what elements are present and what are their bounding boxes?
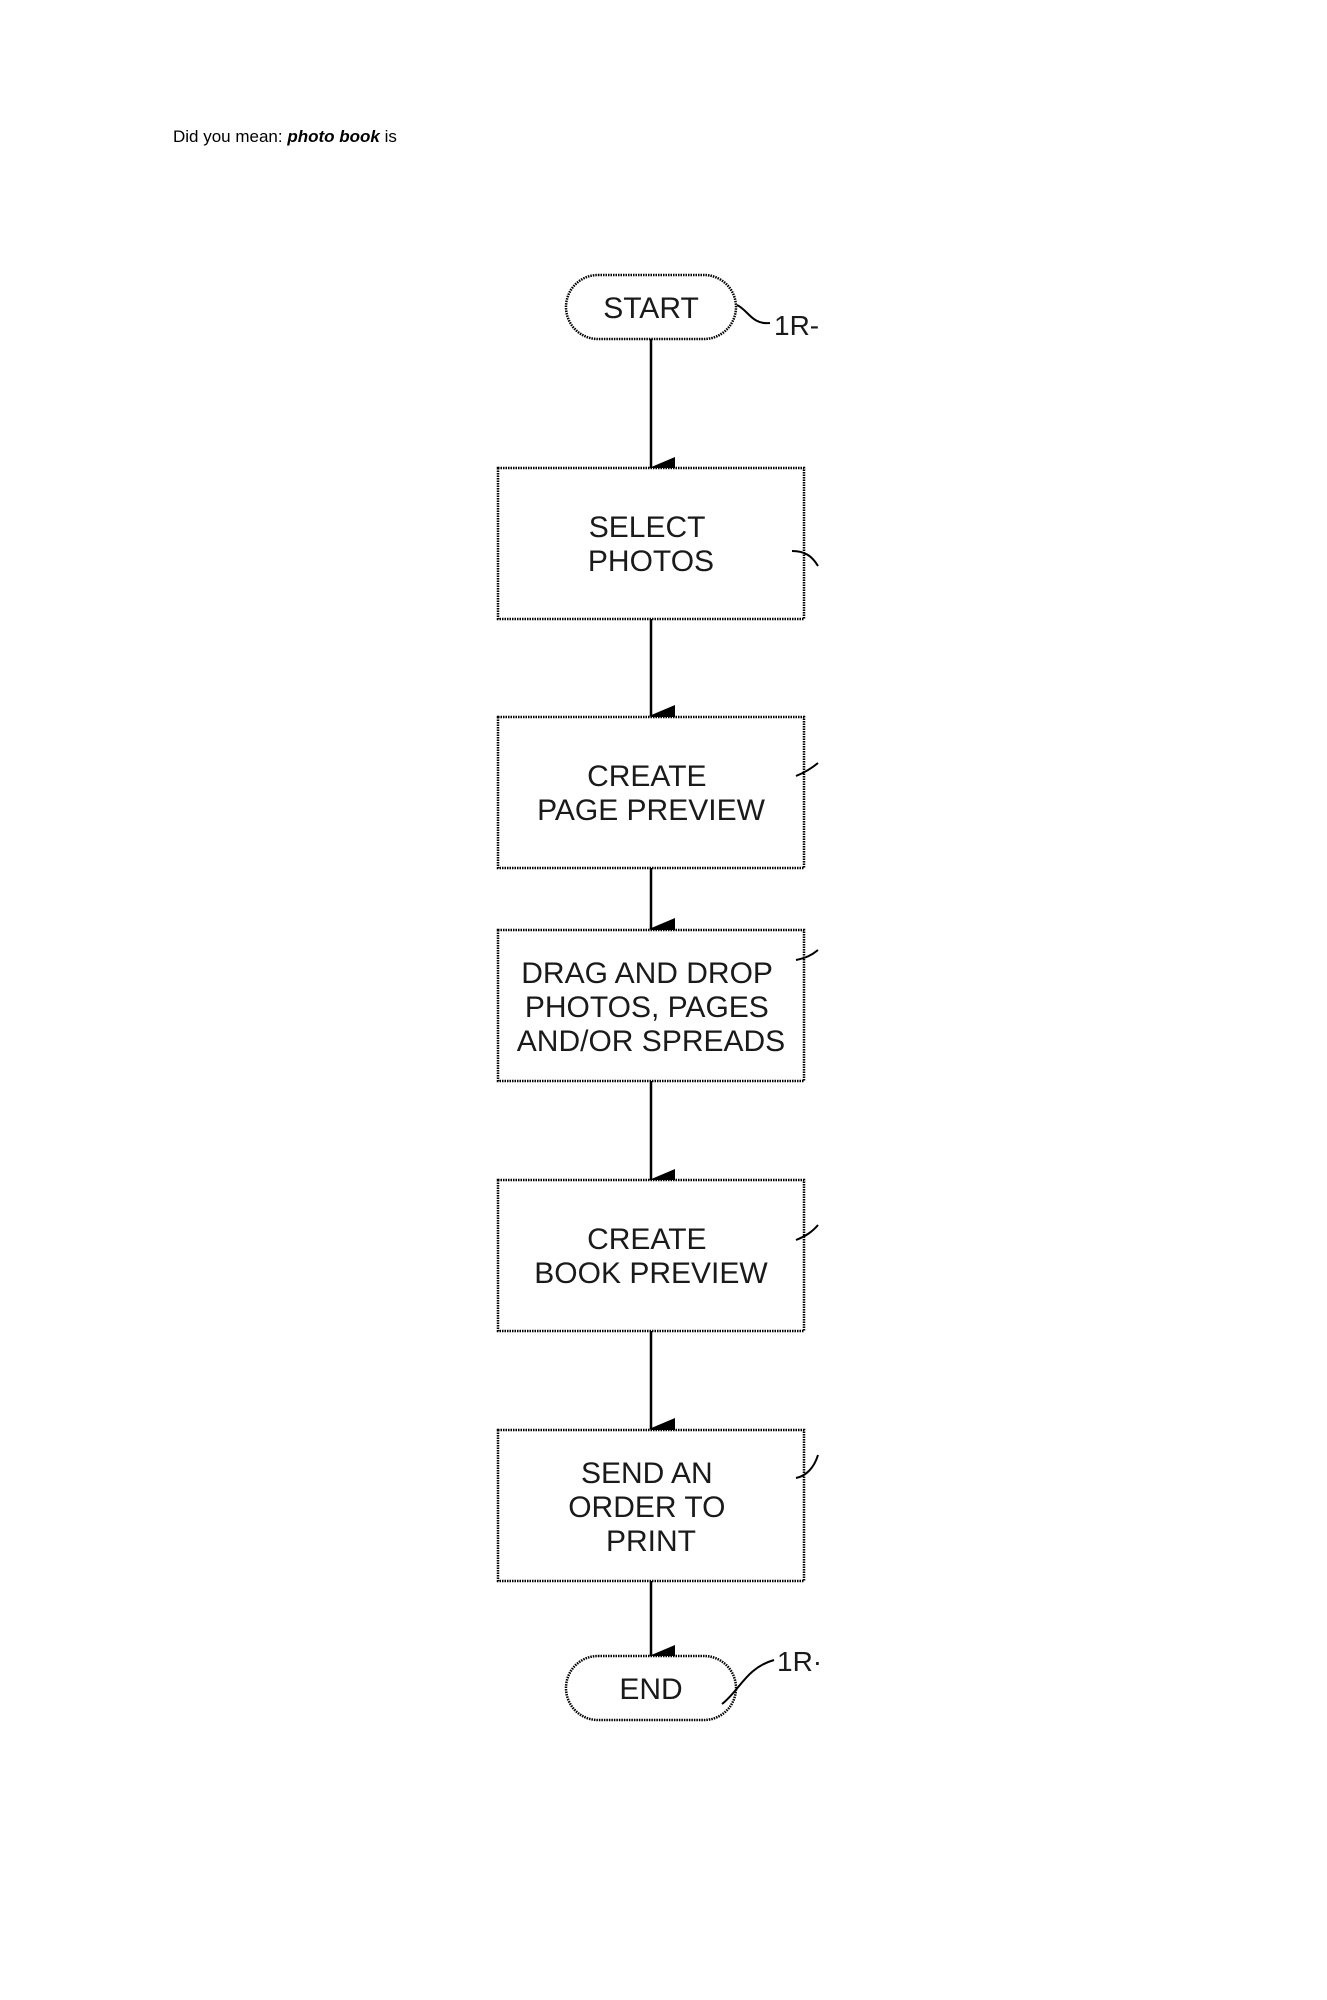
end-terminal: END 1R· xyxy=(564,1646,822,1722)
step-create-page-preview: CREATE PAGE PREVIEW xyxy=(496,715,819,870)
step-text: SELECT PHOTOS xyxy=(588,511,714,578)
did-you-mean-hint: Did you mean: photo book is xyxy=(173,127,397,147)
step-line: AND/OR SPREADS xyxy=(517,1025,785,1058)
start-terminal: START 1R- xyxy=(564,273,819,341)
step-text: CREATE PAGE PREVIEW xyxy=(537,760,766,827)
step-box xyxy=(496,1428,806,1583)
end-label: END xyxy=(619,1673,682,1706)
step-ref-leader xyxy=(795,762,819,777)
step-ref-leader xyxy=(795,1454,819,1479)
step-box xyxy=(496,928,806,1083)
start-ref-leader xyxy=(736,304,771,325)
start-ref-label: 1R- xyxy=(774,310,819,341)
step-line: PAGE PREVIEW xyxy=(537,794,766,827)
suggested-term[interactable]: photo book xyxy=(287,127,380,146)
did-you-mean-prefix: Did you mean: xyxy=(173,127,283,146)
start-shape xyxy=(564,273,738,341)
step-line: PHOTOS, PAGES xyxy=(525,991,769,1024)
step-line: CREATE xyxy=(587,1223,706,1256)
step-text: DRAG AND DROP PHOTOS, PAGES AND/OR SPREA… xyxy=(517,957,785,1058)
step-line: PRINT xyxy=(606,1525,696,1558)
end-shape xyxy=(564,1654,738,1722)
step-box xyxy=(496,1178,806,1333)
step-ref-leader xyxy=(795,1224,819,1241)
step-select-photos: SELECT PHOTOS xyxy=(496,466,819,621)
end-ref-label: 1R· xyxy=(777,1646,822,1677)
step-line: BOOK PREVIEW xyxy=(534,1257,768,1290)
step-line: SELECT xyxy=(589,511,705,544)
step-line: PHOTOS xyxy=(588,545,714,578)
step-box xyxy=(496,466,806,621)
end-ref-leader xyxy=(721,1659,775,1705)
step-create-book-preview: CREATE BOOK PREVIEW xyxy=(496,1178,819,1333)
step-line: CREATE xyxy=(587,760,706,793)
step-ref-leader xyxy=(795,949,819,961)
start-label: START xyxy=(603,292,699,325)
step-text: CREATE BOOK PREVIEW xyxy=(534,1223,768,1290)
step-box xyxy=(496,715,806,870)
step-line: SEND AN xyxy=(581,1457,713,1490)
step-send-order: SEND AN ORDER TO PRINT xyxy=(496,1428,819,1583)
step-drag-and-drop: DRAG AND DROP PHOTOS, PAGES AND/OR SPREA… xyxy=(496,928,819,1083)
step-line: DRAG AND DROP xyxy=(521,957,772,990)
did-you-mean-suffix: is xyxy=(384,127,397,146)
step-line: ORDER TO xyxy=(568,1491,725,1524)
step-ref-leader xyxy=(791,550,819,567)
step-text: SEND AN ORDER TO PRINT xyxy=(568,1457,734,1558)
